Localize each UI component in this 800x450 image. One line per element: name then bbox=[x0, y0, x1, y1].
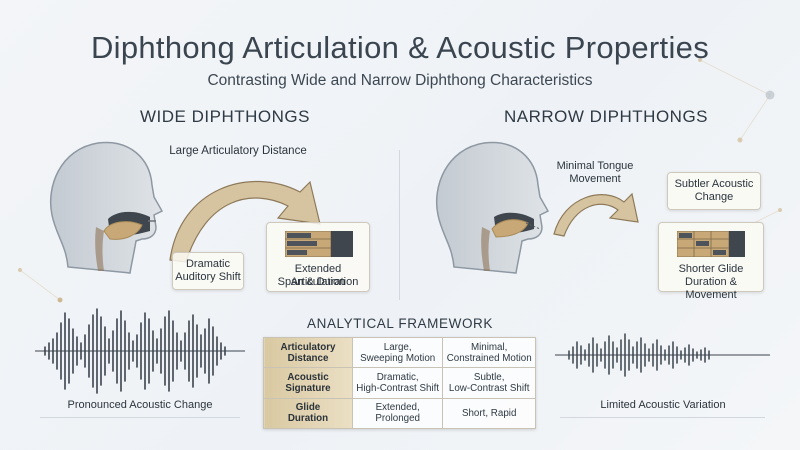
row-header-line: Acoustic bbox=[287, 371, 329, 383]
cell-line: Large, bbox=[383, 341, 412, 353]
wide-span-label-1: Extended Articulation bbox=[290, 263, 346, 288]
row-header-line: Signature bbox=[285, 382, 331, 394]
wide-shift-label-2: Auditory Shift bbox=[175, 271, 241, 283]
cell-line: Low-Contrast Shift bbox=[448, 382, 530, 394]
row-header-line: Glide bbox=[295, 402, 321, 414]
narrow-glide-box: Shorter Glide Duration & Movement bbox=[658, 222, 764, 301]
wide-caption-rule bbox=[40, 417, 240, 418]
wide-shift-label-1: Dramatic bbox=[185, 258, 230, 270]
row-header-line: Distance bbox=[287, 352, 329, 364]
narrow-cell: Subtle,Low-Contrast Shift bbox=[442, 367, 536, 399]
narrow-glide-label-2: Duration & Movement bbox=[685, 276, 737, 301]
page-title: Diphthong Articulation & Acoustic Proper… bbox=[90, 30, 710, 65]
narrow-arrow-icon bbox=[553, 192, 639, 237]
cell-line: Prolonged bbox=[375, 413, 421, 425]
narrow-change-label-1: Subtler Acoustic bbox=[674, 178, 754, 190]
narrow-cell: Short, Rapid bbox=[442, 397, 536, 430]
wide-waveform-icon bbox=[35, 308, 245, 394]
narrow-head-icon bbox=[435, 141, 550, 274]
narrow-arrow-label-1: Minimal Tongue bbox=[556, 160, 634, 172]
wide-cell: Extended,Prolonged bbox=[351, 397, 444, 430]
wide-span-bars-icon bbox=[285, 231, 353, 257]
narrow-arrow-label-2: Movement bbox=[569, 173, 621, 185]
narrow-change-box: Subtler Acoustic Change bbox=[667, 172, 761, 210]
wide-waveform-caption: Pronounced Acoustic Change bbox=[67, 399, 213, 411]
cell-line: Extended, bbox=[375, 402, 420, 414]
narrow-change-label-2: Change bbox=[694, 191, 734, 203]
framework-title: ANALYTICAL FRAMEWORK bbox=[306, 316, 494, 331]
cell-line: Subtle, bbox=[473, 371, 505, 383]
wide-cell: Dramatic,High-Contrast Shift bbox=[351, 367, 444, 399]
narrow-waveform-caption: Limited Acoustic Variation bbox=[600, 399, 726, 411]
wide-arrow-label: Large Articulatory Distance bbox=[169, 145, 307, 157]
wide-heading: WIDE DIPHTHONGS bbox=[140, 107, 310, 126]
wide-cell: Large,Sweeping Motion bbox=[351, 336, 444, 369]
narrow-caption-rule bbox=[560, 417, 765, 418]
row-header-line: Duration bbox=[287, 413, 329, 425]
wide-span-box: Extended Articulation Span & Duration bbox=[266, 222, 370, 292]
narrow-glide-label-1: Shorter Glide bbox=[678, 263, 744, 275]
row-header-line: Articulatory bbox=[280, 341, 336, 353]
cell-line: High-Contrast Shift bbox=[356, 382, 440, 394]
cell-line: Minimal, bbox=[470, 341, 508, 353]
narrow-glide-bars-icon bbox=[677, 231, 745, 257]
section-divider bbox=[399, 150, 400, 300]
cell-line: Constrained Motion bbox=[446, 352, 532, 364]
page-subtitle: Contrasting Wide and Narrow Diphthong Ch… bbox=[207, 72, 593, 89]
wide-arrow-icon bbox=[169, 180, 321, 263]
cell-line: Short, Rapid bbox=[461, 407, 517, 419]
wide-shift-box: Dramatic Auditory Shift bbox=[172, 252, 244, 290]
wide-span-label-2: Span & Duration bbox=[277, 276, 359, 288]
cell-line: Dramatic, bbox=[376, 371, 419, 383]
narrow-waveform-icon bbox=[555, 333, 770, 377]
wide-head-icon bbox=[49, 141, 164, 274]
narrow-heading: NARROW DIPHTHONGS bbox=[504, 107, 708, 126]
cell-line: Sweeping Motion bbox=[360, 352, 436, 364]
narrow-cell: Minimal,Constrained Motion bbox=[442, 336, 536, 369]
